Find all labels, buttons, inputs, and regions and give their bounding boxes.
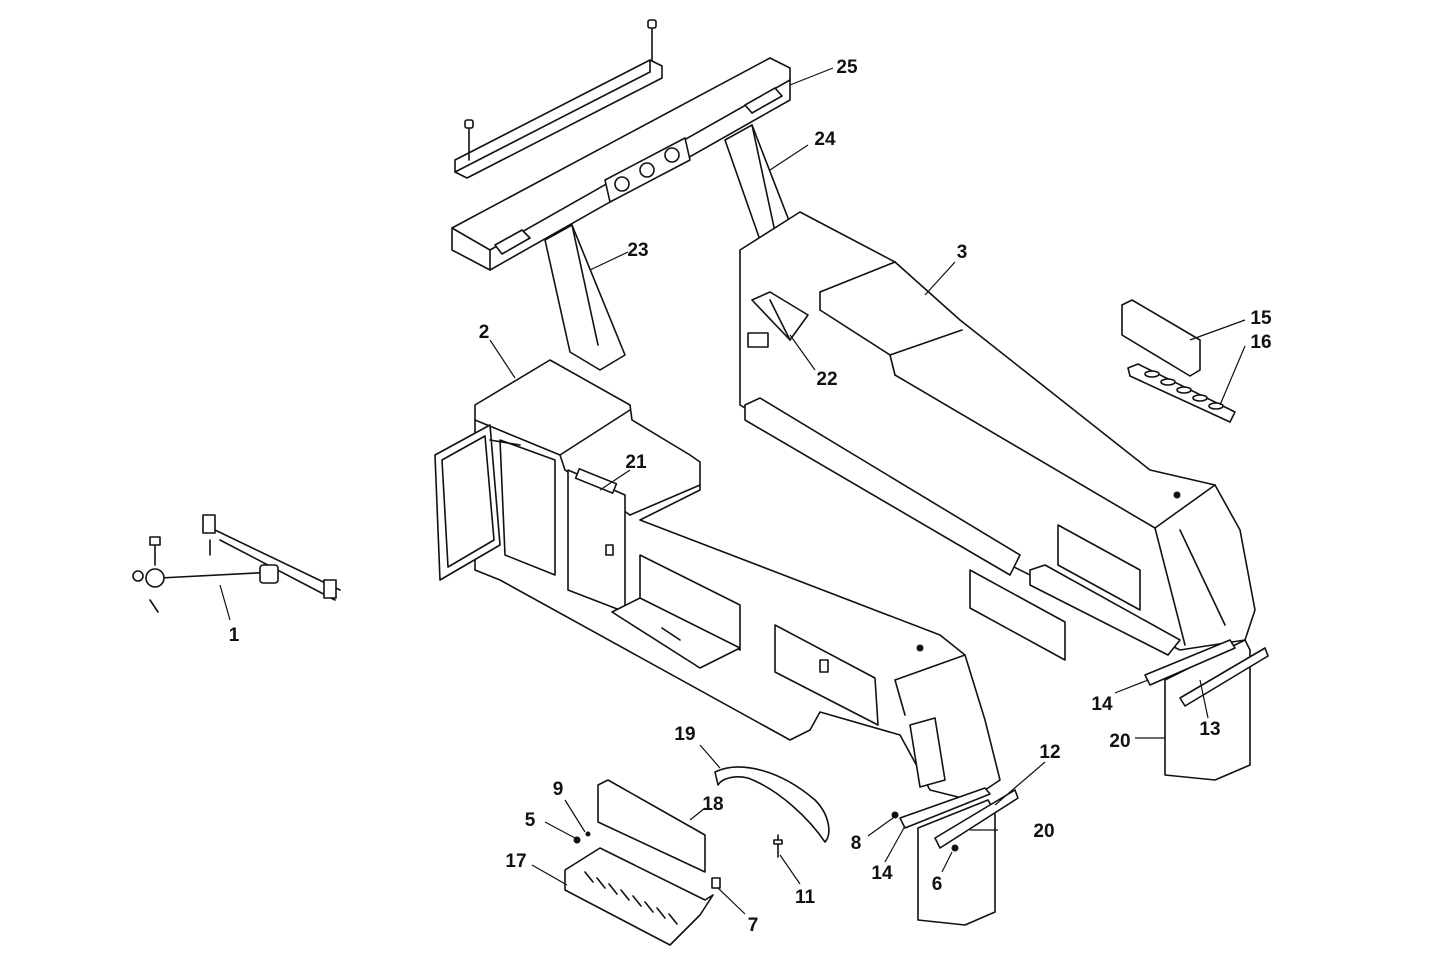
rear-lamp: [909, 717, 946, 788]
callout-25: 25: [836, 57, 858, 78]
flap-bracket-14-right: [1144, 639, 1236, 686]
linkage-eye: [145, 568, 165, 588]
callout-15: 15: [1250, 308, 1272, 329]
rear-door-latch: [819, 659, 829, 673]
center-door: [567, 469, 626, 613]
callout-17: 17: [505, 851, 526, 872]
door-linkage: [132, 514, 341, 613]
cover-plate: [969, 569, 1066, 661]
side-step: [564, 779, 721, 946]
label-plate: [747, 332, 769, 348]
step-kit: [1121, 299, 1236, 423]
flap-bracket-14-left: [899, 787, 991, 829]
rail-bolt-left: [464, 119, 474, 161]
callout-2: 2: [479, 322, 490, 343]
fender: [714, 766, 830, 843]
tread-slots: [1144, 370, 1224, 410]
callout-5: 5: [525, 810, 536, 831]
left-leg: [544, 224, 626, 371]
callout-13: 13: [1199, 719, 1220, 740]
bolt-11: [773, 834, 783, 858]
open-door: [434, 424, 501, 581]
step-slots: [584, 871, 678, 925]
right-body-side: [739, 211, 1256, 656]
leader-lines: [219, 67, 1246, 915]
light-bar-assembly: [451, 19, 806, 371]
callout-7: 7: [748, 915, 759, 936]
callout-23: 23: [627, 240, 648, 261]
step-clip: [711, 877, 721, 889]
door-latch: [605, 544, 614, 556]
callout-16: 16: [1250, 332, 1271, 353]
callout-9: 9: [553, 779, 564, 800]
callout-19: 19: [674, 724, 695, 745]
linkage-bracket-top: [202, 514, 216, 534]
emblem: [574, 468, 618, 494]
left-mud-flap: [891, 787, 1019, 926]
callout-14-right: 14: [1091, 694, 1113, 715]
rail-bolt-right: [647, 19, 657, 61]
mud-flap-left: [917, 799, 996, 926]
tray: [611, 597, 741, 669]
access-panel: [1057, 524, 1141, 611]
callout-6: 6: [932, 874, 943, 895]
callout-18: 18: [702, 794, 723, 815]
linkage-bracket-end: [323, 579, 337, 599]
lamp-left: [494, 229, 531, 255]
callout-12: 12: [1039, 742, 1060, 763]
linkage-clamp: [259, 564, 279, 584]
rear-door: [774, 624, 879, 726]
lower-rail-rear: [1029, 564, 1181, 656]
callout-3: 3: [957, 242, 968, 263]
callout-20-right: 20: [1109, 731, 1130, 752]
callout-11: 11: [795, 887, 816, 908]
callout-24: 24: [814, 129, 836, 150]
step-back-plate: [597, 779, 706, 873]
callout-1: 1: [229, 625, 240, 646]
callout-21: 21: [625, 452, 647, 473]
callout-labels: 1 2 3 5 6 7 8 9 11 12 13 14 14 15 16 17 …: [229, 57, 1272, 936]
callout-22: 22: [816, 369, 837, 390]
step-plate-15: [1121, 299, 1201, 377]
left-body-side: [434, 359, 1001, 801]
flap-strip-12: [934, 789, 1019, 849]
lower-rail: [744, 397, 1021, 576]
step-tread: [564, 847, 714, 946]
lamp-right: [744, 87, 783, 114]
callout-14-left: 14: [871, 863, 893, 884]
crossbar-beam: [451, 57, 791, 271]
mount-bracket: [751, 291, 809, 341]
callout-20-left: 20: [1033, 821, 1054, 842]
callout-8: 8: [851, 833, 862, 854]
